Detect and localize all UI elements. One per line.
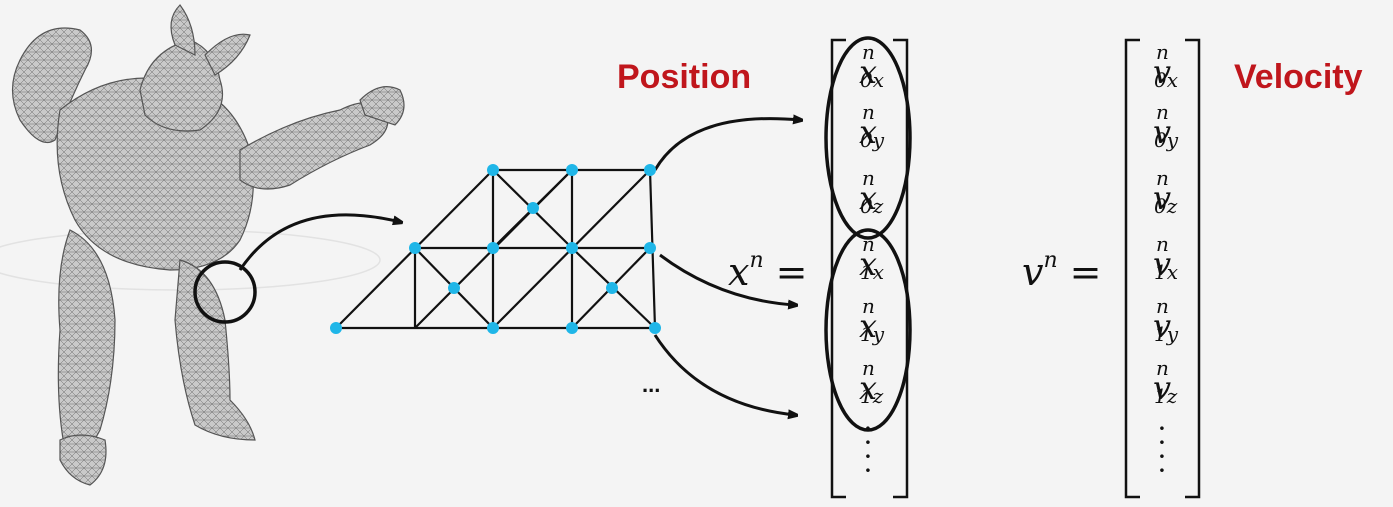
mesh-node <box>649 322 661 334</box>
velocity-label: Velocity <box>1234 58 1363 96</box>
x-equals: = <box>775 250 808 294</box>
mesh-node <box>487 164 499 176</box>
node0-ellipse <box>824 36 912 240</box>
mesh-node <box>330 322 342 334</box>
mesh-node <box>487 322 499 334</box>
velocity-brackets <box>1124 38 1201 499</box>
arrow-mesh-to-more <box>653 334 795 415</box>
arrow-mesh-to-x1 <box>659 253 795 305</box>
mesh-node <box>566 322 578 334</box>
mesh-node <box>606 282 618 294</box>
velocity-vdots: ···· <box>1157 412 1167 487</box>
mesh-node <box>409 242 421 254</box>
mesh-node <box>527 202 539 214</box>
mesh-node <box>566 164 578 176</box>
v-equals: = <box>1069 250 1102 294</box>
node1-ellipse <box>824 228 912 432</box>
v-symbol: v <box>1022 250 1044 294</box>
position-equation: xn = <box>728 248 808 294</box>
v-superscript: n <box>1043 248 1058 273</box>
position-brackets <box>830 38 909 499</box>
mesh-node <box>644 242 656 254</box>
more-nodes-ellipsis: ... <box>642 372 661 397</box>
mesh-node <box>448 282 460 294</box>
arrow-model-to-mesh <box>238 213 400 271</box>
armadillo-mesh-icon <box>0 4 405 486</box>
velocity-equation: vn = <box>1022 248 1102 294</box>
x-superscript: n <box>749 248 764 273</box>
mesh-node <box>644 164 656 176</box>
arrow-mesh-to-x0 <box>653 119 800 171</box>
mesh-nodes <box>330 164 661 334</box>
mesh-node <box>566 242 578 254</box>
position-vdots: ···· <box>863 412 873 487</box>
mesh-node <box>487 242 499 254</box>
position-label: Position <box>617 58 752 96</box>
x-symbol: x <box>728 250 750 294</box>
